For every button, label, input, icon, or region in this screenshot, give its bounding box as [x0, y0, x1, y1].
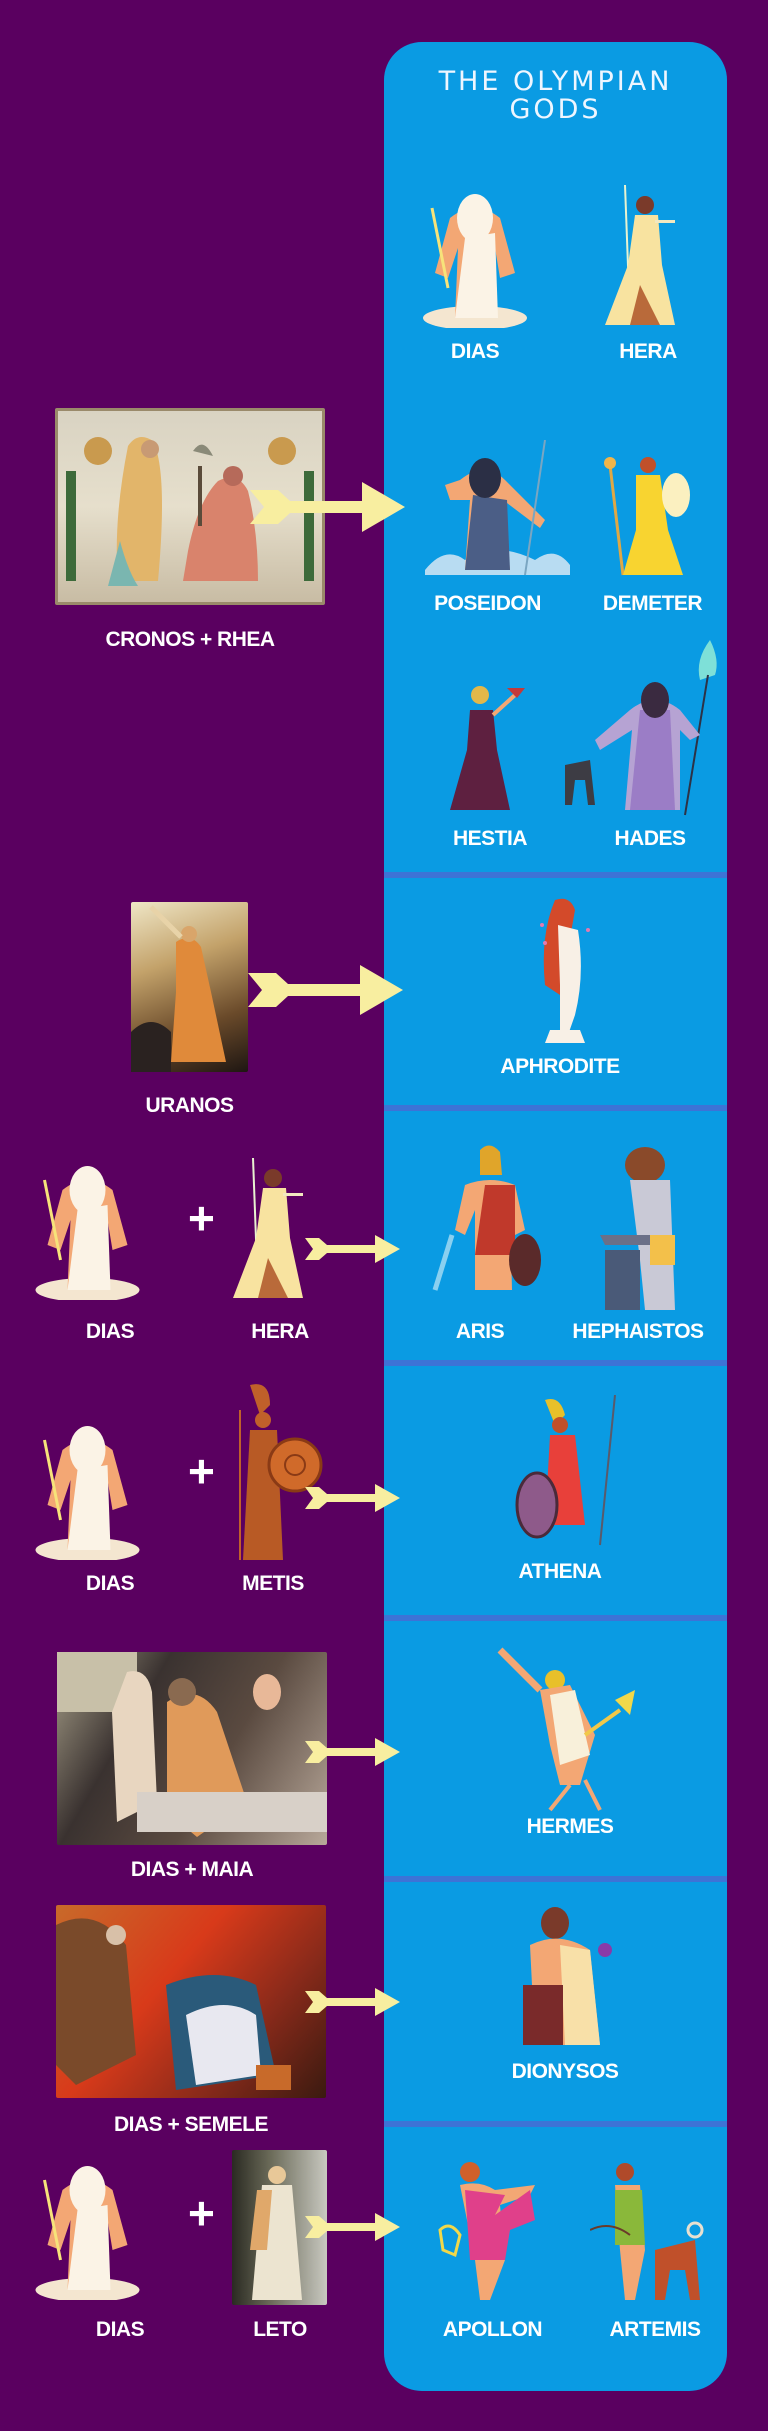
section-divider	[384, 2121, 727, 2127]
hera-illustration	[605, 185, 675, 325]
aris-illustration	[432, 1145, 541, 1291]
dias-illustration	[35, 1166, 140, 1300]
parents-label: CRONOS + RHEA	[105, 628, 275, 651]
parent-label: DIAS	[95, 2318, 145, 2341]
child-label: DIONYSOS	[511, 2060, 619, 2083]
child-label: ARIS	[455, 1320, 505, 1343]
arrow-icon	[250, 482, 405, 532]
plus-sign: +	[188, 1192, 215, 1244]
uranos-painting	[131, 902, 248, 1072]
arrow-icon	[305, 1738, 400, 1766]
arrow-icon	[305, 2213, 400, 2241]
child-label: DIAS	[450, 340, 500, 363]
title-line-1: THE OLYMPIAN	[438, 66, 673, 97]
arrow-icon	[248, 965, 403, 1015]
metis-illustration	[239, 1384, 323, 1560]
hermes-illustration	[497, 1647, 635, 1812]
apollon-illustration	[438, 2162, 535, 2300]
arrow-icon	[305, 1988, 400, 2016]
hephaistos-illustration	[600, 1147, 675, 1310]
section-divider	[384, 1876, 727, 1882]
aphrodite-illustration	[540, 898, 590, 1043]
section-divider	[384, 1360, 727, 1366]
arrow-icon	[305, 1484, 400, 1512]
dias-illustration	[35, 1426, 140, 1560]
dias-semele-painting	[56, 1905, 326, 2098]
section-divider	[384, 1105, 727, 1111]
athena-illustration	[515, 1395, 616, 1546]
section-divider	[384, 1615, 727, 1621]
parents-label: DIAS + MAIA	[130, 1858, 254, 1881]
parent-label: DIAS	[85, 1572, 135, 1595]
child-label: APHRODITE	[500, 1055, 620, 1078]
parent-label: HERA	[251, 1320, 309, 1343]
child-label: ATHENA	[518, 1560, 602, 1583]
child-label: POSEIDON	[434, 592, 541, 615]
poseidon-illustration	[425, 440, 570, 576]
page-title: THE OLYMPIAN GODS	[384, 68, 727, 124]
child-label: HERA	[619, 340, 677, 363]
hades-illustration	[565, 640, 717, 816]
title-line-2: GODS	[509, 94, 602, 125]
child-label: ARTEMIS	[609, 2318, 702, 2341]
child-label: DEMETER	[602, 592, 703, 615]
artemis-illustration	[590, 2163, 704, 2300]
arrow-icon	[305, 1235, 400, 1263]
child-label: HESTIA	[452, 827, 528, 850]
parent-label: METIS	[242, 1572, 304, 1595]
hera-illustration	[233, 1158, 303, 1298]
dionysos-illustration	[523, 1907, 612, 2045]
dias-illustration	[423, 194, 527, 328]
dias-maia-painting	[57, 1652, 327, 1845]
leto-painting	[232, 2150, 327, 2305]
dias-illustration	[35, 2166, 140, 2300]
child-label: HEPHAISTOS	[572, 1320, 704, 1343]
hestia-illustration	[450, 686, 525, 810]
parent-label: LETO	[253, 2318, 307, 2341]
plus-sign: +	[188, 2187, 215, 2239]
section-divider	[384, 872, 727, 878]
child-label: HERMES	[526, 1815, 614, 1838]
plus-sign: +	[188, 1445, 215, 1497]
demeter-illustration	[604, 457, 690, 576]
child-label: HADES	[614, 827, 686, 850]
parent-label: DIAS	[85, 1320, 135, 1343]
parents-label: DIAS + SEMELE	[114, 2113, 268, 2136]
parents-label: URANOS	[145, 1094, 234, 1117]
child-label: APOLLON	[442, 2318, 543, 2341]
